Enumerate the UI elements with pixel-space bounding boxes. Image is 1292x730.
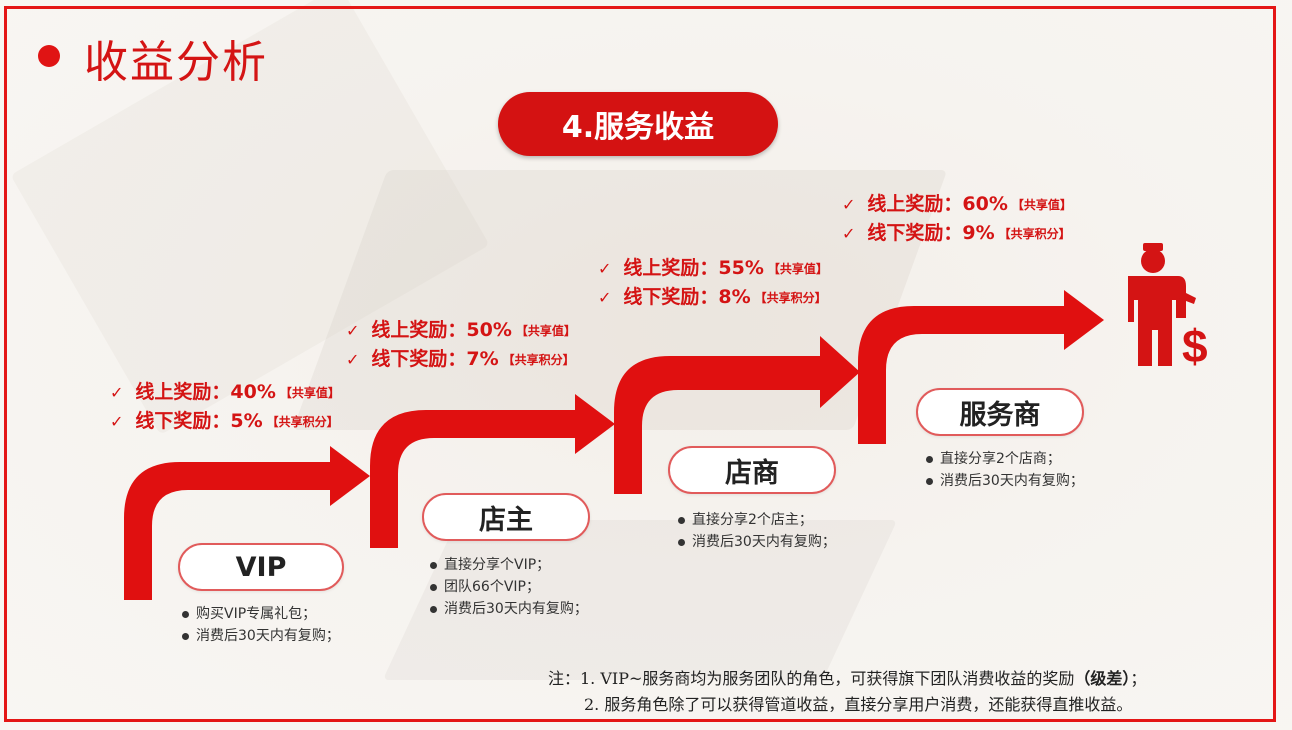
footnote-line-2: 2. 服务角色除了可以获得管道收益，直接分享用户消费，还能获得直推收益。	[584, 695, 1133, 714]
arrow-step-3	[614, 336, 860, 494]
tier2-online-reward: ✓线上奖励：50%【共享值】	[346, 319, 576, 341]
list-item: 直接分享个VIP；	[428, 554, 588, 576]
svg-text:$: $	[1182, 320, 1208, 372]
list-item: 消费后30天内有复购；	[428, 598, 588, 620]
tier4-rewards: ✓线上奖励：60%【共享值】 ✓线下奖励：9%【共享积分】	[842, 190, 1072, 248]
list-item: 消费后30天内有复购；	[924, 470, 1084, 492]
tier1-name: VIP	[178, 543, 344, 591]
tier2-conditions: 直接分享个VIP； 团队66个VIP； 消费后30天内有复购；	[428, 554, 588, 620]
tier1-conditions: 购买VIP专属礼包； 消费后30天内有复购；	[180, 603, 340, 647]
check-icon: ✓	[110, 412, 124, 431]
tier3-name: 店商	[668, 446, 836, 494]
check-icon: ✓	[110, 383, 124, 402]
tier4-conditions: 直接分享2个店商； 消费后30天内有复购；	[924, 448, 1084, 492]
slide-title: 收益分析	[84, 37, 268, 88]
list-item: 直接分享2个店主；	[676, 509, 836, 531]
list-item: 消费后30天内有复购；	[676, 531, 836, 553]
list-item: 购买VIP专属礼包；	[180, 603, 340, 625]
title-bullet-dot	[38, 45, 60, 67]
check-icon: ✓	[598, 288, 612, 307]
tier3-online-reward: ✓线上奖励：55%【共享值】	[598, 257, 828, 279]
tier2-offline-reward: ✓线下奖励：7%【共享积分】	[346, 348, 575, 370]
tier4-name: 服务商	[916, 388, 1084, 436]
tier4-online-reward: ✓线上奖励：60%【共享值】	[842, 193, 1072, 215]
footnote-line-1: 注：1. VIP~服务商均为服务团队的角色，可获得旗下团队消费收益的奖励（级差）…	[548, 669, 1147, 688]
tier1-online-reward: ✓线上奖励：40%【共享值】	[110, 381, 340, 403]
check-icon: ✓	[598, 259, 612, 278]
check-icon: ✓	[346, 321, 360, 340]
arrow-step-1	[124, 446, 370, 600]
tier3-offline-reward: ✓线下奖励：8%【共享积分】	[598, 286, 827, 308]
tier1-offline-reward: ✓线下奖励：5%【共享积分】	[110, 410, 339, 432]
arrow-step-4	[858, 290, 1104, 444]
tier2-name: 店主	[422, 493, 590, 541]
check-icon: ✓	[842, 195, 856, 214]
tier3-conditions: 直接分享2个店主； 消费后30天内有复购；	[676, 509, 836, 553]
section-banner: 4.服务收益	[498, 92, 778, 156]
check-icon: ✓	[346, 350, 360, 369]
list-item: 团队66个VIP；	[428, 576, 588, 598]
businessman-dollar-icon: $	[1128, 243, 1208, 372]
tier3-rewards: ✓线上奖励：55%【共享值】 ✓线下奖励：8%【共享积分】	[598, 254, 828, 312]
tier1-rewards: ✓线上奖励：40%【共享值】 ✓线下奖励：5%【共享积分】	[110, 378, 340, 436]
list-item: 直接分享2个店商；	[924, 448, 1084, 470]
check-icon: ✓	[842, 224, 856, 243]
arrow-step-2	[370, 394, 615, 548]
slide-frame	[4, 6, 1276, 722]
tier2-rewards: ✓线上奖励：50%【共享值】 ✓线下奖励：7%【共享积分】	[346, 316, 576, 374]
tier4-offline-reward: ✓线下奖励：9%【共享积分】	[842, 222, 1071, 244]
list-item: 消费后30天内有复购；	[180, 625, 340, 647]
